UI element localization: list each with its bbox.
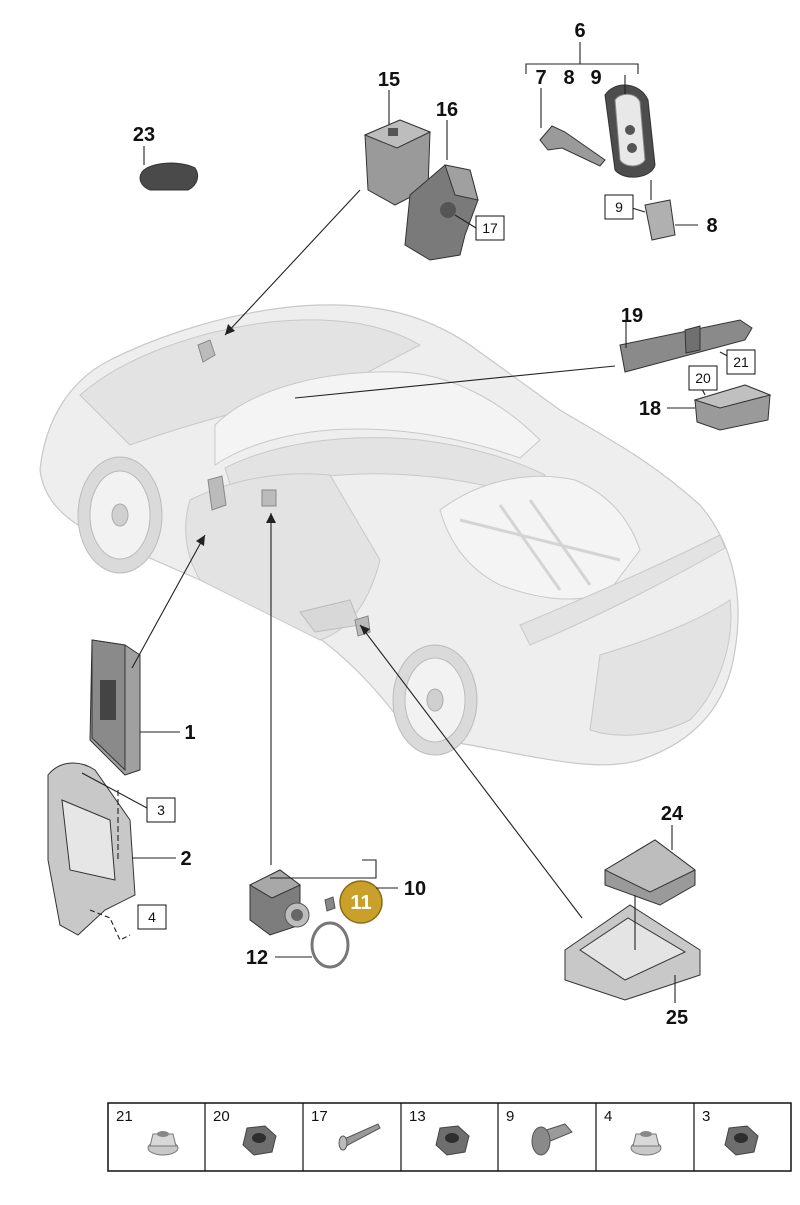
callout-18: 18 (639, 398, 661, 420)
callout-2: 2 (180, 848, 191, 870)
callout-10: 10 (404, 878, 426, 900)
part-1-control-unit (89, 639, 141, 776)
leader-lines (81, 42, 736, 1003)
part-11-highlight (339, 880, 383, 924)
callout-1: 1 (184, 722, 195, 744)
hex-nut-icon (724, 1125, 759, 1156)
callout-25: 25 (666, 1007, 688, 1029)
callout-4-boxed: 4 (148, 909, 156, 925)
table-cell-number: 9 (506, 1108, 514, 1125)
callout-12: 12 (246, 947, 268, 969)
callout-21-boxed: 21 (733, 354, 749, 370)
car-illustration (39, 304, 739, 766)
table-cell-number: 3 (702, 1108, 710, 1125)
flange-nut-icon (630, 1131, 662, 1156)
part-10-ignition-lock (248, 869, 336, 936)
part-12-ring (310, 921, 350, 969)
part-15-module (363, 119, 432, 206)
callout-15: 15 (378, 69, 400, 91)
callout-numbers: 6 7 8 9 8 9 15 16 17 23 19 21 20 18 1 3 … (133, 20, 749, 1029)
boxed-labels (137, 194, 756, 930)
callout-7: 7 (535, 67, 546, 89)
bolt-icon (531, 1123, 573, 1156)
table-cell-number: 20 (213, 1108, 230, 1125)
part-19-rail (619, 319, 753, 373)
table-cell-number: 17 (311, 1108, 328, 1125)
part-7-key-blade (539, 125, 606, 167)
part-18-control-unit (693, 384, 772, 431)
rear-wheel (392, 644, 478, 756)
callout-11: 11 (350, 892, 371, 914)
callout-8: 8 (563, 67, 574, 89)
callout-16: 16 (436, 99, 458, 121)
callout-19: 19 (621, 305, 643, 327)
hex-nut-icon (435, 1125, 470, 1156)
part-24-control-unit (603, 839, 696, 906)
part-2-bracket (47, 762, 136, 936)
part-25-bracket (564, 904, 701, 1001)
fastener-table: 21 20 17 13 9 4 3 (107, 1102, 792, 1172)
part-key-fob (604, 84, 656, 178)
callout-17-boxed: 17 (482, 220, 498, 236)
flange-nut-icon (147, 1131, 179, 1156)
callout-24: 24 (661, 803, 684, 825)
part-16-bracket (404, 164, 479, 261)
callout-23: 23 (133, 124, 155, 146)
hex-nut-icon (242, 1125, 277, 1156)
front-wheel (77, 456, 163, 574)
callout-8-lower: 8 (706, 215, 717, 237)
callout-9-boxed: 9 (615, 199, 623, 215)
blind-rivet-icon (338, 1123, 381, 1151)
table-cell-number: 4 (604, 1108, 612, 1125)
table-cell-number: 13 (409, 1108, 426, 1125)
callout-20-boxed: 20 (695, 370, 711, 386)
callout-6: 6 (574, 20, 585, 42)
table-cell-number: 21 (116, 1108, 133, 1125)
part-8-plate (644, 199, 676, 241)
part-23-pad (139, 162, 199, 191)
callout-9: 9 (590, 67, 601, 89)
callout-3-boxed: 3 (157, 802, 165, 818)
